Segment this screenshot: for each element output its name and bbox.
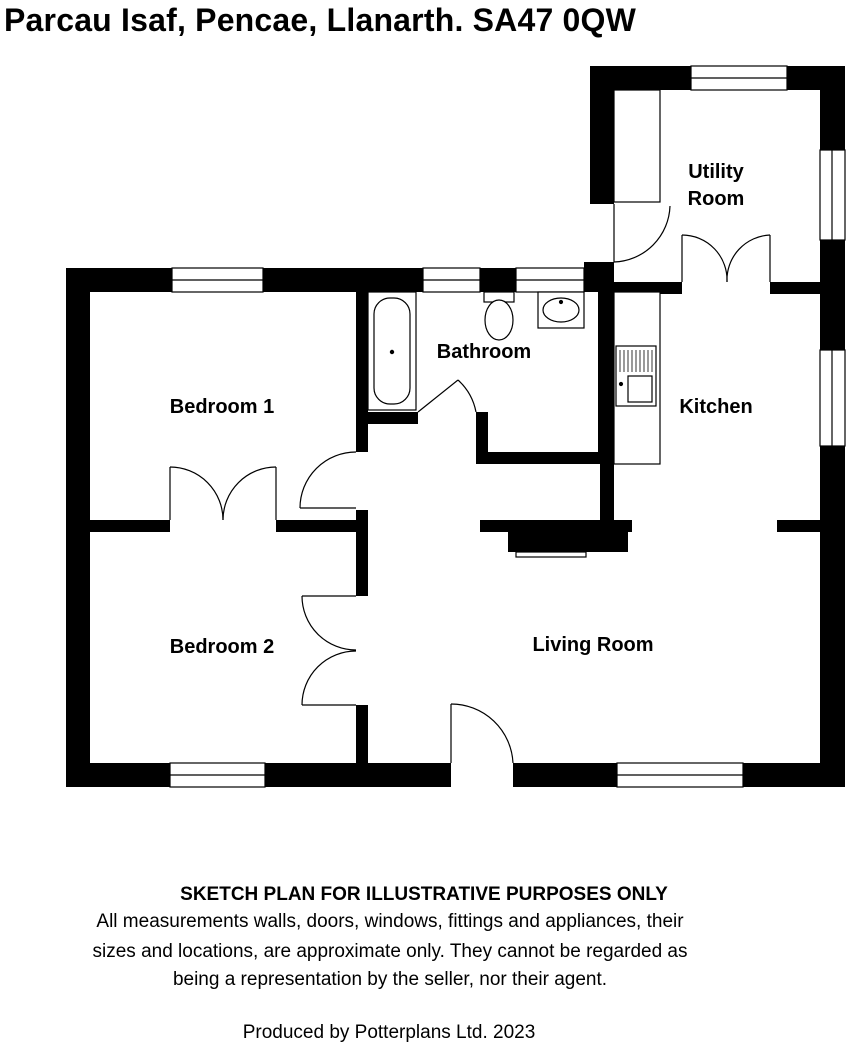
wall-bath-right <box>598 262 614 462</box>
utility-line2: Room <box>687 188 745 210</box>
wall-bath-bottom <box>476 452 610 464</box>
walls <box>66 66 845 787</box>
wall-utility-right-bottom <box>820 240 845 290</box>
disclaimer-line1: All measurements walls, doors, windows, … <box>96 911 684 932</box>
room-label-kitchen: Kitchen <box>679 396 753 418</box>
fixtures <box>367 89 661 465</box>
front-door-swing <box>450 703 514 764</box>
wall-bottom-left <box>66 763 170 787</box>
room-label-bedroom2: Bedroom 2 <box>169 636 275 658</box>
room-label-utility: Utility Room <box>664 159 768 213</box>
wall-top-mid <box>263 268 423 292</box>
disclaimer-line3: being a representation by the seller, no… <box>172 969 608 990</box>
room-label-bathroom: Bathroom <box>436 341 532 363</box>
wall-utility-bottom-right <box>770 282 845 294</box>
wall-kitchen-right-stub <box>777 520 820 532</box>
wall-bed1-bath <box>356 292 368 452</box>
wall-bath-step <box>476 412 488 464</box>
wall-bottom-right <box>513 763 617 787</box>
wall-bath-bottom-left <box>356 412 418 424</box>
wall-utility-bottom-left <box>614 282 682 294</box>
hearth <box>515 551 587 558</box>
wall-bed2-right-top <box>356 510 368 596</box>
utility-line1: Utility <box>688 161 744 183</box>
disclaimer-line2: sizes and locations, are approximate onl… <box>92 941 688 962</box>
windows <box>169 65 846 788</box>
wall-kitchen-left <box>600 452 614 534</box>
wall-right-lower <box>820 446 845 787</box>
disclaimer-heading: SKETCH PLAN FOR ILLUSTRATIVE PURPOSES ON… <box>180 884 668 905</box>
chimney-breast <box>508 520 628 552</box>
wall-utility-right-top <box>820 66 845 150</box>
utility-worktop <box>613 89 661 203</box>
room-label-living: Living Room <box>532 634 654 656</box>
room-label-bedroom1: Bedroom 1 <box>169 396 275 418</box>
wall-top-bath <box>480 268 516 292</box>
plan-title: Parcau Isaf, Pencae, Llanarth. SA47 0QW <box>4 2 637 38</box>
doors <box>169 204 771 764</box>
wall-bed1-bottom-left <box>90 520 170 532</box>
producer-credit: Produced by Potterplans Ltd. 2023 <box>242 1022 536 1043</box>
wall-bed1-bottom-right <box>276 520 368 532</box>
toilet-bowl <box>484 299 514 341</box>
wall-bed2-right-bottom <box>356 705 368 787</box>
wall-utility-left <box>590 66 614 204</box>
wall-left <box>66 268 90 786</box>
